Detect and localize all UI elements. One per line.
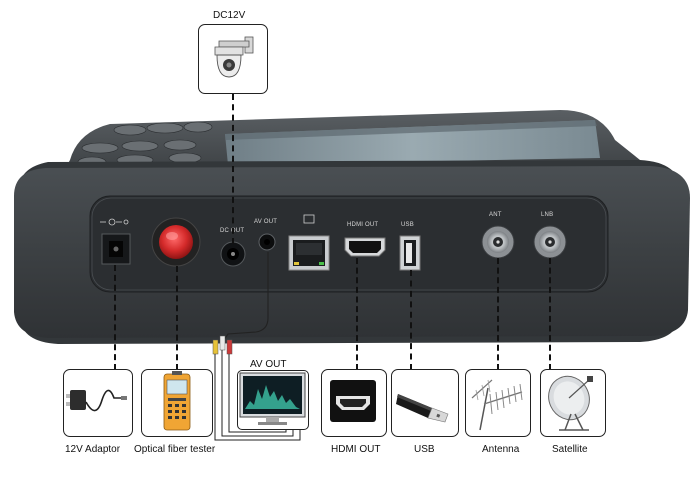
power-adaptor-icon [66, 389, 127, 412]
usb-port [399, 235, 421, 271]
hdmi-icon [330, 380, 376, 422]
monitor-icon [239, 372, 306, 425]
network-icon [303, 214, 315, 224]
av-cable [223, 252, 269, 341]
ethernet-port [288, 235, 330, 271]
av-out-port [258, 233, 276, 251]
camera-icon [214, 36, 254, 78]
antenna-icon [471, 379, 523, 431]
hdmi-connector-line [356, 258, 358, 370]
polarity-symbol [100, 218, 129, 226]
dc-out-connector-line [232, 94, 234, 244]
satellite-dish-icon [548, 375, 593, 431]
fiber-port-button [151, 217, 201, 267]
av-out-label: AV OUT [250, 359, 287, 370]
satellite-box [540, 369, 606, 437]
monitor-box [237, 370, 309, 430]
hdmi-out-port-label: HDMI OUT [347, 222, 379, 228]
usb-port-label: USB [401, 222, 414, 228]
dc-in-port [101, 233, 131, 265]
fiber-connector-line [176, 266, 178, 370]
adaptor-label: 12V Adaptor [65, 444, 121, 455]
dc12v-label: DC12V [213, 10, 246, 21]
camera-device-box [198, 24, 268, 94]
fiber-tester-label: Optical fiber tester [134, 444, 216, 455]
hdmi-port [344, 237, 386, 257]
adaptor-box [63, 369, 133, 437]
usb-box [391, 369, 459, 437]
usb-label: USB [414, 444, 435, 455]
satellite-connector-line [549, 258, 551, 370]
hdmi-out-label: HDMI OUT [331, 444, 381, 455]
usb-connector-line [410, 270, 412, 370]
ant-connector [481, 225, 515, 259]
av-out-port-label: AV OUT [254, 219, 278, 225]
lnb-connector [533, 225, 567, 259]
hdmi-box [321, 369, 387, 437]
usb-stick-icon [396, 394, 449, 423]
dc-out-port [220, 241, 246, 267]
lnb-port-label: LNB [541, 212, 554, 218]
ant-port-label: ANT [489, 212, 502, 218]
antenna-label: Antenna [482, 444, 520, 455]
fiber-tester-icon [163, 371, 191, 431]
adaptor-connector-line [114, 265, 116, 370]
antenna-connector-line [497, 258, 499, 370]
satellite-label: Satellite [552, 444, 588, 455]
fiber-tester-box [141, 369, 213, 437]
antenna-box [465, 369, 531, 437]
